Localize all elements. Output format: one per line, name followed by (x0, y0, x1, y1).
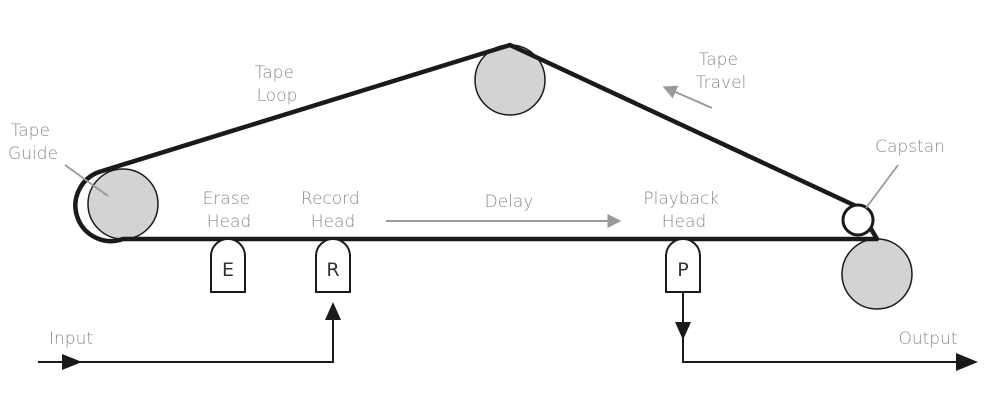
record-head-icon: R (315, 238, 351, 293)
output-signal-line (682, 292, 968, 363)
tape-travel-label: Tape Travel (696, 50, 747, 93)
pinch-roller-icon (841, 238, 913, 310)
tape-loop-label: Tape Loop (255, 63, 300, 106)
tape-guide-label: Tape Guide (8, 121, 58, 164)
playback-arrow-icon (675, 322, 691, 340)
capstan-label: Capstan (875, 137, 945, 157)
tape-travel-arrow-icon (662, 85, 713, 109)
input-arrow-icon (62, 354, 82, 370)
record-arrow-icon (325, 302, 341, 320)
output-arrow-icon (956, 353, 978, 371)
erase-head-letter: E (222, 259, 234, 281)
playback-head-label: Playback Head (643, 189, 724, 232)
erase-head-label: Erase Head (203, 189, 256, 232)
record-head-letter: R (326, 259, 339, 281)
input-label: Input (49, 329, 93, 349)
record-head-label: Record Head (301, 189, 365, 232)
tape-guide-pointer (64, 164, 109, 197)
capstan-pointer (865, 164, 899, 209)
playback-head-letter: P (677, 259, 688, 281)
tape-guide-roller-icon (87, 168, 159, 240)
output-label: Output (898, 329, 957, 349)
delay-label: Delay (485, 192, 534, 212)
playback-head-icon: P (665, 238, 701, 293)
erase-head-icon: E (210, 238, 246, 293)
capstan-icon (841, 203, 875, 237)
input-signal-line (38, 306, 334, 363)
tape-loop-path (73, 42, 880, 244)
